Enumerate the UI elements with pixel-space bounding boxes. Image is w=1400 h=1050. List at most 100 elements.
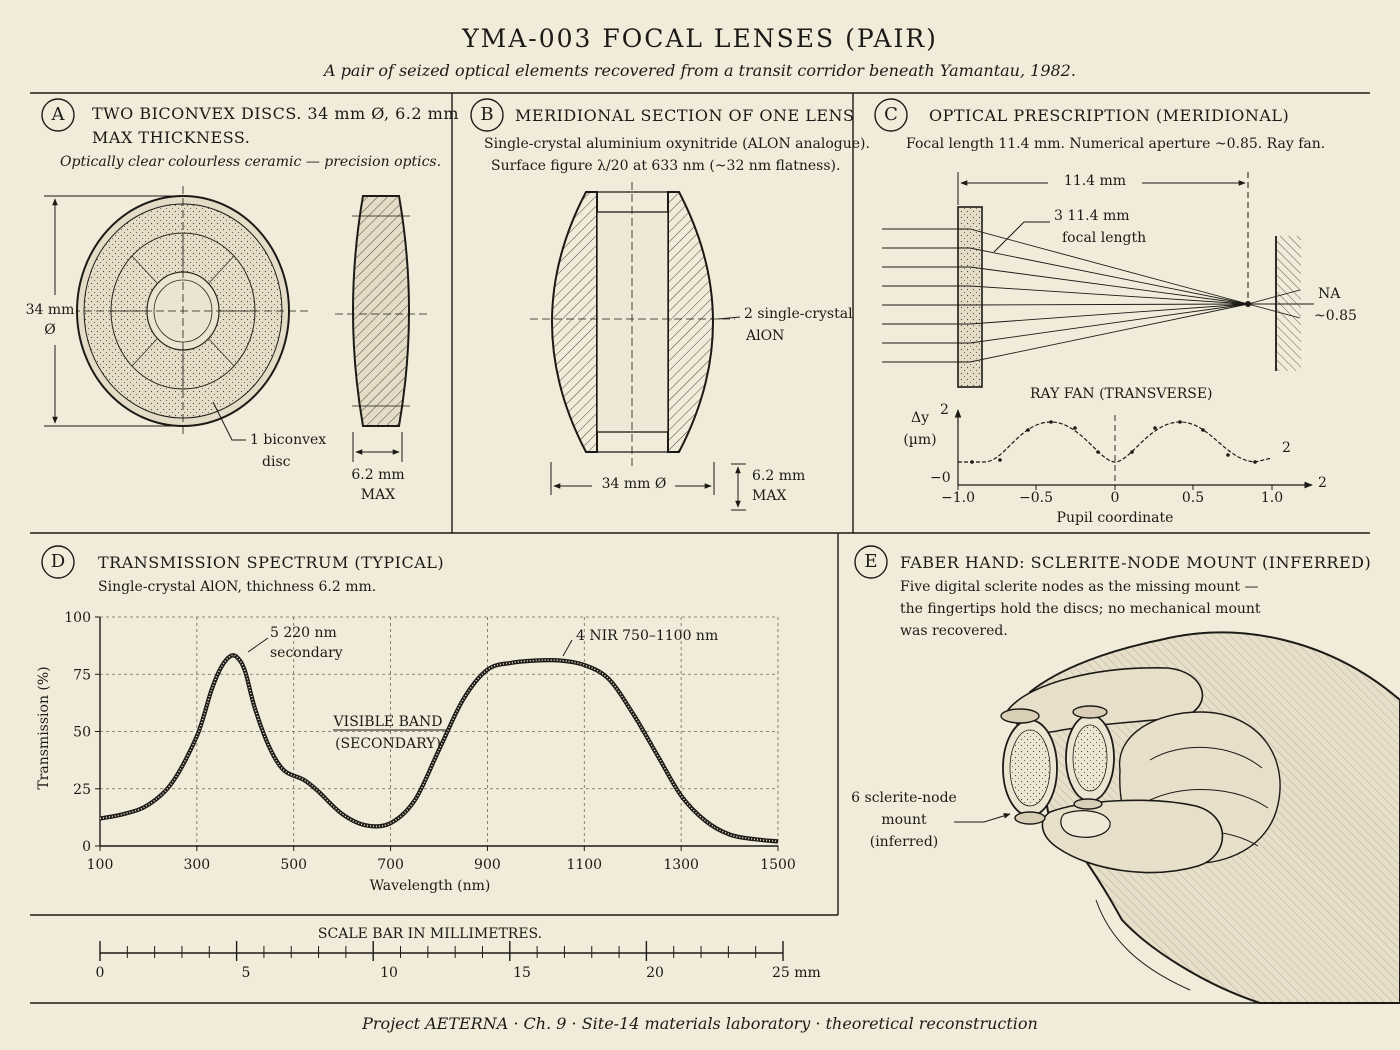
panel-b-letter: B [480, 104, 494, 125]
scale-bar-tick-label: 5 [241, 965, 251, 981]
diameter-symbol: Ø [24, 322, 76, 338]
sclerite-node-top-2 [1072, 705, 1108, 719]
scale-bar [99, 941, 784, 961]
diagram-subtitle: A pair of seized optical elements recove… [324, 61, 1076, 80]
panel-a-description: Optically clear colourless ceramic — pre… [60, 154, 442, 170]
alon-callout-line2: AlON [746, 328, 785, 344]
thickness-max-b: MAX [752, 488, 787, 504]
panel-a-circle [41, 98, 75, 132]
chart-x-tick-label: 1100 [566, 857, 602, 873]
sclerite-callout-line3: (inferred) [869, 834, 939, 850]
focal-callout-leader [993, 221, 1050, 253]
ray-fan-plot [954, 409, 1313, 490]
alon-callout-leader [717, 316, 741, 320]
scale-bar-tick-label: 15 [513, 965, 531, 981]
panel-e-circle [854, 545, 888, 579]
diameter-dimension-b [550, 462, 715, 495]
chart-y-tick-label: 0 [82, 839, 91, 855]
ray-fan-yunit: (µm) [903, 432, 937, 448]
transmission-series-line-inner [99, 654, 779, 843]
panel-a-letter: A [51, 104, 65, 125]
ray-fan-curve [958, 421, 1273, 463]
scale-bar-tick-label: 25 mm [772, 965, 821, 981]
ray-fan-xlabel: Pupil coordinate [1056, 510, 1174, 526]
panel-b-desc-line2: Surface figure λ/20 at 633 nm (~32 nm fl… [491, 158, 841, 174]
disc-callout-line2: disc [262, 454, 291, 470]
sclerite-node-bottom-2 [1073, 798, 1103, 810]
sclerite-callout-line1: 6 sclerite-node [851, 790, 957, 806]
alon-callout-line1: 2 single-crystal [744, 306, 853, 322]
thickness-label-b: 6.2 mm [752, 468, 806, 484]
nir-callout-leader [562, 639, 573, 657]
scale-bar-tick-label: 20 [646, 965, 664, 981]
lens-meridional-section [530, 182, 735, 470]
peak-callout-line1: 5 220 nm [270, 625, 337, 641]
thumb-nail [1060, 810, 1111, 838]
panel-a-title-line1: TWO BICONVEX DISCS. 34 mm Ø, 6.2 mm [92, 104, 459, 123]
ray-fan-ytick-top: 2 [940, 402, 949, 418]
chart-ylabel: Transmission (%) [36, 666, 52, 790]
ray-fan-xtick: −1.0 [941, 490, 975, 506]
ray-fan-xtick: 0 [1110, 490, 1120, 506]
panel-a-title-line2: MAX THICKNESS. [92, 128, 251, 147]
peak-callout-line2: secondary [270, 645, 343, 661]
chart-x-tick-label: 900 [474, 857, 501, 873]
scale-bar-tick-label: 0 [95, 965, 105, 981]
thickness-dimension-b [731, 463, 746, 511]
ray-fan-title: RAY FAN (TRANSVERSE) [1030, 386, 1213, 402]
chart-y-tick-label: 50 [73, 725, 91, 741]
sclerite-callout-line2: mount [881, 812, 927, 828]
thickness-dimension-a [352, 432, 403, 462]
panel-d-circle [41, 545, 75, 579]
panel-e-desc-line2: the fingertips hold the discs; no mechan… [900, 601, 1261, 617]
scale-bar-tick-label: 10 [380, 965, 398, 981]
panel-b-title: MERIDIONAL SECTION OF ONE LENS [515, 106, 855, 125]
panel-b-desc-line1: Single-crystal aluminium oxynitride (ALO… [484, 136, 870, 152]
peak-callout-leader [247, 637, 269, 653]
sclerite-callout-leader [954, 813, 1011, 823]
sclerite-node-top-1 [1000, 708, 1040, 724]
chart-x-tick-label: 700 [377, 857, 404, 873]
ray-fan-ytick-zero: −0 [930, 470, 951, 486]
focal-length-dimension [957, 172, 1249, 300]
disc-callout-leader [212, 401, 246, 441]
diameter-dimension [44, 195, 183, 427]
image-plane [1275, 236, 1301, 371]
ray-fan-ylabel: Δy [910, 410, 930, 426]
visible-band-sublabel: (SECONDARY) [335, 736, 441, 752]
panel-c-title: OPTICAL PRESCRIPTION (MERIDIONAL) [929, 106, 1290, 125]
panel-d-description: Single-crystal AlON, thichness 6.2 mm. [98, 579, 377, 595]
chart-xlabel: Wavelength (nm) [369, 878, 491, 894]
panel-frame [30, 92, 1370, 1004]
focal-point [1245, 301, 1251, 307]
panel-letter-circles [41, 98, 908, 579]
na-label: NA [1318, 286, 1341, 302]
panel-e-desc-line3: was recovered. [900, 623, 1008, 639]
disc-callout-line1: 1 biconvex [250, 432, 327, 448]
focal-callout-line1: 3 11.4 mm [1054, 208, 1130, 224]
panel-d-letter: D [50, 551, 66, 572]
ray-fan-xend-label: 2 [1318, 475, 1327, 491]
biconvex-disc-side-view [335, 195, 430, 427]
sclerite-node-bottom-1 [1014, 811, 1046, 825]
ray-fan-xtick: 1.0 [1260, 490, 1284, 506]
footer-caption: Project AETERNA · Ch. 9 · Site-14 materi… [362, 1014, 1038, 1033]
panel-c-letter: C [884, 104, 898, 125]
na-value: ~0.85 [1314, 308, 1357, 324]
ray-fan-xtick: −0.5 [1019, 490, 1053, 506]
panel-e-desc-line1: Five digital sclerite nodes as the missi… [900, 579, 1259, 595]
diameter-label: 34 mm [24, 302, 76, 318]
chart-x-tick-label: 1300 [663, 857, 699, 873]
chart-x-tick-label: 100 [87, 857, 114, 873]
panel-b-circle [470, 98, 504, 132]
thickness-label-a: 6.2 mm [351, 467, 405, 483]
biconvex-disc-front-view [60, 186, 310, 436]
chart-y-tick-label: 75 [73, 667, 91, 683]
visible-band-label: VISIBLE BAND [333, 714, 443, 730]
hand-illustration [1007, 631, 1400, 1004]
nir-callout: 4 NIR 750–1100 nm [576, 628, 719, 644]
scale-bar-title: SCALE BAR IN MILLIMETRES. [317, 926, 543, 942]
ray-fan-curve-label: 2 [1282, 440, 1291, 456]
